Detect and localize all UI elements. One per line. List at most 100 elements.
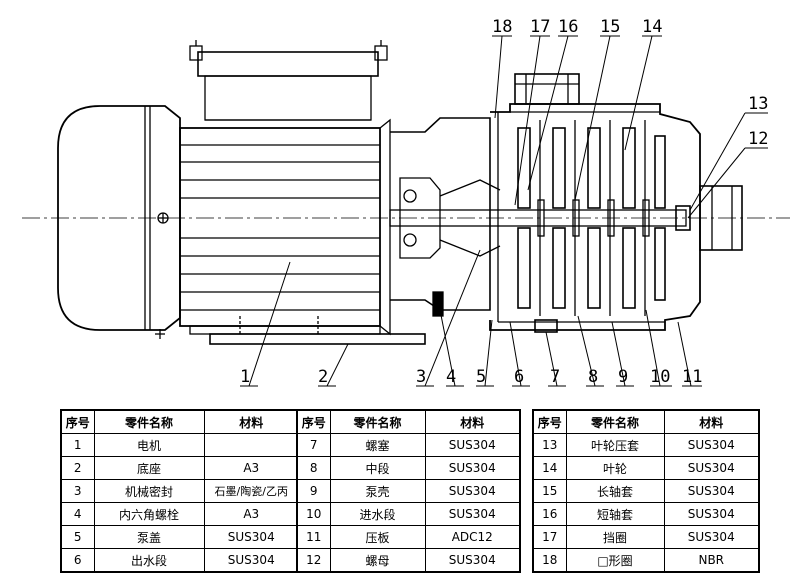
part-no: 18	[532, 548, 567, 573]
header-name: 零件名称	[93, 409, 205, 434]
header-no: 序号	[60, 409, 95, 434]
part-no: 12	[296, 548, 331, 573]
inlet-pipe	[699, 185, 743, 251]
part-no: 4	[60, 502, 95, 526]
callout-5: 5	[476, 367, 486, 387]
part-name: □形圈	[565, 548, 665, 573]
callout-14: 14	[642, 17, 662, 37]
part-name: 内六角螺栓	[93, 502, 205, 526]
part-material: SUS304	[424, 479, 521, 503]
callout-6: 6	[514, 367, 524, 387]
pump-bracket	[390, 117, 501, 317]
callout-4: 4	[446, 367, 456, 387]
part-name: 螺母	[329, 548, 426, 573]
header-name: 零件名称	[329, 409, 426, 434]
part-no: 15	[532, 479, 567, 503]
part-name: 泵盖	[93, 525, 205, 549]
outlet-pipe	[514, 73, 580, 105]
part-name: 中段	[329, 456, 426, 480]
table-header-row: 序号 零件名称 材料	[532, 409, 760, 434]
part-no: 14	[532, 456, 567, 480]
part-material: SUS304	[663, 479, 760, 503]
part-no: 7	[296, 433, 331, 457]
part-material	[203, 433, 300, 457]
callout-7: 7	[550, 367, 560, 387]
part-name: 长轴套	[565, 479, 665, 503]
part-material: 石墨/陶瓷/乙丙	[203, 479, 300, 503]
part-material: SUS304	[203, 525, 300, 549]
callout-18: 18	[492, 17, 512, 37]
part-material: NBR	[663, 548, 760, 573]
part-name: 电机	[93, 433, 205, 457]
callout-3: 3	[416, 367, 426, 387]
part-no: 13	[532, 433, 567, 457]
header-material: 材料	[663, 409, 760, 434]
part-material: SUS304	[424, 502, 521, 526]
callout-12: 12	[748, 129, 768, 149]
part-no: 5	[60, 525, 95, 549]
part-material: SUS304	[663, 456, 760, 480]
part-no: 9	[296, 479, 331, 503]
header-material: 材料	[424, 409, 521, 434]
callout-10: 10	[650, 367, 670, 387]
part-no: 1	[60, 433, 95, 457]
pump-casing	[489, 103, 701, 331]
part-material: A3	[203, 502, 300, 526]
pump-assembly-drawing: 1 2 3 4 5 6 7 8 9 10 11 12 13 14 15 16 1…	[22, 17, 790, 387]
callout-1: 1	[240, 367, 250, 387]
part-material: SUS304	[663, 502, 760, 526]
callout-labels: 1 2 3 4 5 6 7 8 9 10 11 12 13 14 15 16 1…	[240, 17, 768, 387]
motor-fan-cover	[57, 105, 181, 331]
callout-9: 9	[618, 367, 628, 387]
motor-body	[179, 118, 391, 336]
part-material: SUS304	[203, 548, 300, 573]
leader-lines-top	[492, 35, 768, 219]
part-name: 螺塞	[329, 433, 426, 457]
part-name: 叶轮压套	[565, 433, 665, 457]
part-material: A3	[203, 456, 300, 480]
part-no: 2	[60, 456, 95, 480]
callout-11: 11	[682, 367, 702, 387]
header-name: 零件名称	[565, 409, 665, 434]
header-material: 材料	[203, 409, 300, 434]
callout-15: 15	[600, 17, 620, 37]
part-name: 进水段	[329, 502, 426, 526]
part-no: 8	[296, 456, 331, 480]
part-material: ADC12	[424, 525, 521, 549]
part-material: SUS304	[663, 525, 760, 549]
part-name: 短轴套	[565, 502, 665, 526]
shaft-nut	[675, 205, 691, 231]
callout-8: 8	[588, 367, 598, 387]
part-name: 机械密封	[93, 479, 205, 503]
part-name: 底座	[93, 456, 205, 480]
part-material: SUS304	[424, 548, 521, 573]
table-header-row: 序号 零件名称 材料	[60, 409, 300, 434]
part-no: 17	[532, 525, 567, 549]
part-material: SUS304	[663, 433, 760, 457]
part-name: 压板	[329, 525, 426, 549]
part-name: 叶轮	[565, 456, 665, 480]
header-no: 序号	[296, 409, 331, 434]
part-name: 出水段	[93, 548, 205, 573]
callout-17: 17	[530, 17, 550, 37]
callout-2: 2	[318, 367, 328, 387]
